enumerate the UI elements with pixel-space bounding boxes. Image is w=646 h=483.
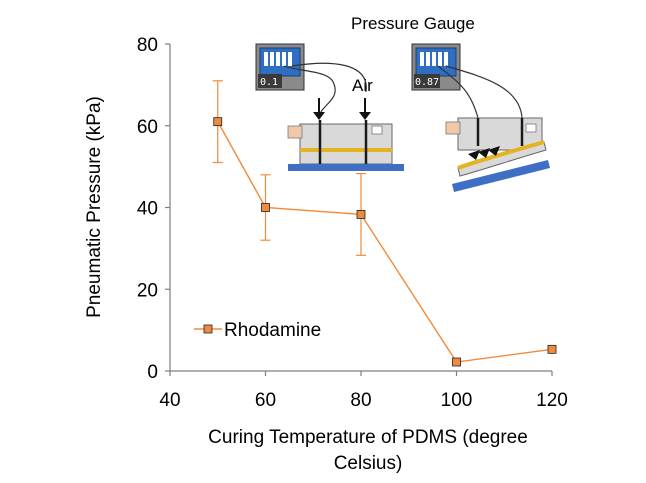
tube-right-icon bbox=[437, 65, 479, 119]
inset-diagram: Pressure Gauge Air 0.1 0.87 bbox=[255, 14, 550, 192]
tube-right2-icon bbox=[445, 65, 523, 119]
tube-left-icon bbox=[283, 65, 336, 119]
x-tick-label: 120 bbox=[536, 390, 568, 411]
gauge-left-reading: 0.1 bbox=[260, 77, 278, 88]
x-tick-label: 40 bbox=[159, 390, 180, 411]
data-point bbox=[213, 117, 223, 127]
series-markers-rhodamine bbox=[213, 117, 557, 367]
gauge-right-reading: 0.87 bbox=[415, 77, 439, 88]
y-tick-label: 40 bbox=[137, 199, 158, 220]
air-arrow-left-icon bbox=[313, 98, 325, 120]
data-point bbox=[261, 203, 270, 212]
device-right-icon bbox=[445, 117, 550, 192]
legend-marker-rhodamine bbox=[203, 324, 213, 334]
gauge-left-icon: 0.1 bbox=[255, 43, 305, 91]
x-tick-label: 100 bbox=[441, 390, 473, 411]
y-axis-label: Pneumatic Pressure (kPa) bbox=[84, 96, 105, 318]
gauge-right-icon: 0.87 bbox=[411, 43, 461, 91]
legend: Rhodamine bbox=[194, 320, 321, 341]
y-tick-label: 20 bbox=[137, 280, 158, 301]
x-axis-label-line1: Curing Temperature of PDMS (degree bbox=[208, 427, 528, 448]
x-tick-label: 80 bbox=[350, 390, 371, 411]
data-point bbox=[547, 344, 557, 354]
device-left-icon bbox=[287, 120, 404, 171]
pressure-gauge-label: Pressure Gauge bbox=[351, 14, 475, 33]
y-ticks: 0 20 40 60 80 bbox=[137, 35, 170, 383]
air-label: Air bbox=[352, 76, 373, 95]
tube-left2-icon bbox=[291, 62, 367, 93]
data-point bbox=[452, 357, 461, 367]
data-point bbox=[356, 210, 366, 219]
x-ticks: 40 60 80 100 120 bbox=[159, 371, 568, 411]
y-tick-label: 0 bbox=[147, 362, 158, 383]
y-tick-label: 80 bbox=[137, 35, 158, 56]
y-tick-label: 60 bbox=[137, 117, 158, 138]
air-arrow-right-icon bbox=[359, 98, 371, 120]
legend-label-rhodamine: Rhodamine bbox=[224, 320, 321, 341]
x-tick-label: 60 bbox=[255, 390, 276, 411]
x-axis-label-line2: Celsius) bbox=[334, 453, 403, 474]
